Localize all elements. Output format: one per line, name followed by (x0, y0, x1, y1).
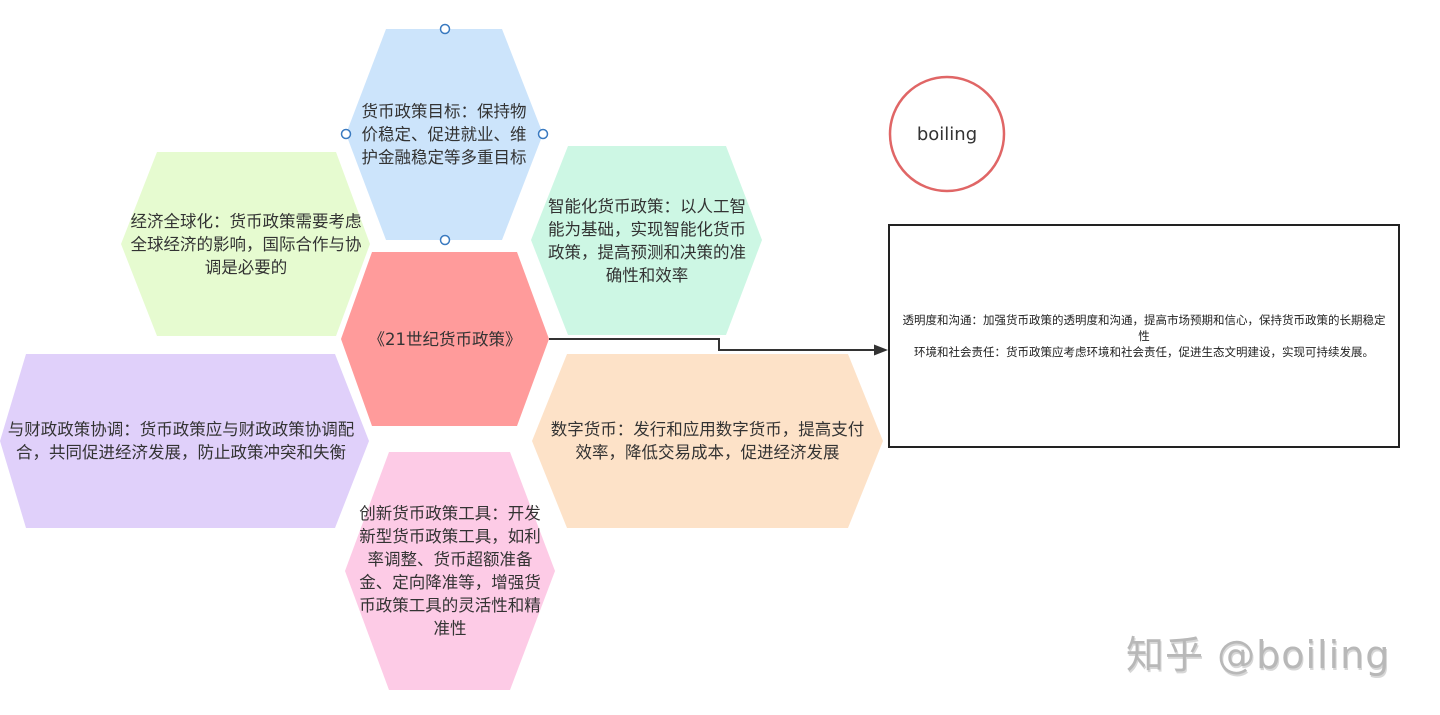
tools-node-label: 创新货币政策工具：开发新型货币政策工具，如利率调整、货币超额准备金、定向降准等，… (359, 504, 541, 638)
hex-goal[interactable] (346, 29, 543, 240)
text-box-border (888, 224, 1400, 448)
hex-center[interactable] (341, 252, 549, 426)
selection-handle-top[interactable] (439, 23, 451, 35)
hex-digital[interactable] (532, 354, 883, 528)
selection-handle-left[interactable] (340, 128, 352, 140)
text-box-line-transparency: 透明度和沟通：加强货币政策的透明度和沟通，提高市场预期和信心，保持货币政策的长期… (902, 313, 1386, 343)
text-box-line-responsibility: 环境和社会责任：货币政策应考虑环境和社会责任，促进生态文明建设，实现可持续发展。 (914, 345, 1374, 359)
selection-handle-bottom[interactable] (439, 234, 451, 246)
hex-fiscal[interactable] (0, 354, 369, 528)
connector-line[interactable] (549, 338, 878, 351)
intelligent-node-label: 智能化货币政策：以人工智能为基础，实现智能化货币政策，提高预测和决策的准确性和效… (548, 196, 746, 285)
watermark: 知乎 @boiling (1126, 633, 1391, 677)
fiscal-node-label: 与财政政策协调：货币政策应与财政政策协调配合，共同促进经济发展，防止政策冲突和失… (7, 420, 355, 462)
hex-tools[interactable] (345, 452, 555, 690)
connector-arrowhead-icon (874, 344, 888, 356)
globalization-node-label: 经济全球化：货币政策需要考虑全球经济的影响，国际合作与协调是必要的 (130, 211, 362, 277)
center-node-label: 《21世纪货币政策》 (368, 329, 522, 349)
circle-node-border (888, 75, 1006, 193)
circle-node-label[interactable]: boiling (916, 123, 978, 145)
goal-node-label: 货币政策目标：保持物价稳定、促进就业、维护金融稳定等多重目标 (361, 102, 527, 167)
selection-handle-right[interactable] (537, 128, 549, 140)
text-box[interactable]: 透明度和沟通：加强货币政策的透明度和沟通，提高市场预期和信心，保持货币政策的长期… (892, 228, 1396, 444)
hex-intelligent[interactable] (531, 146, 762, 335)
digital-node-label: 数字货币：发行和应用数字货币，提高支付效率，降低交易成本，促进经济发展 (550, 420, 865, 462)
hex-globalization[interactable] (121, 152, 370, 336)
